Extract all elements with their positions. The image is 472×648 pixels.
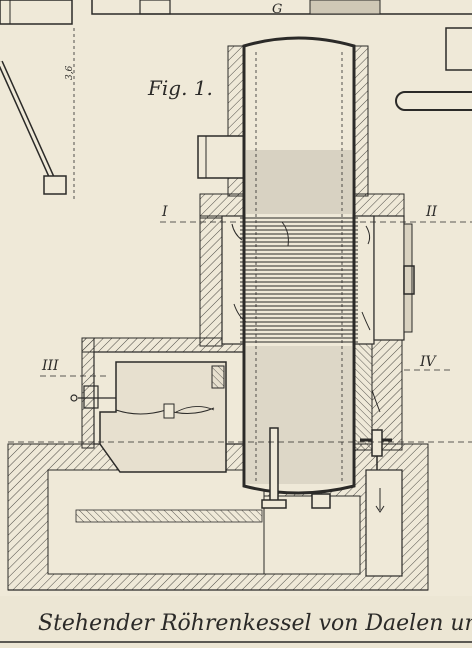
flow-arrows <box>231 221 385 513</box>
section-mark-2: II <box>425 204 438 220</box>
fire-door-handle <box>70 394 78 402</box>
central-pipe <box>261 427 331 509</box>
section-mark-3: III <box>41 358 59 374</box>
steam-nozzle <box>197 135 245 179</box>
figure-label: Fig. 1. <box>147 76 213 100</box>
section-lines: I II III IV <box>8 204 472 443</box>
left-lever: 3,6 <box>0 28 75 200</box>
firebox <box>70 351 245 473</box>
water-space <box>246 150 352 214</box>
top-partial-drawing: G <box>0 0 472 25</box>
right-partial-drawing <box>395 27 472 111</box>
section-mark-1: I <box>161 204 168 220</box>
section-mark-4: IV <box>419 354 438 370</box>
tube-bundle <box>240 217 358 343</box>
caption-band <box>0 596 472 648</box>
side-dimension: 3,6 <box>65 65 75 80</box>
top-partial-label: G <box>272 2 282 17</box>
plate-caption: Stehender Röhrenkessel von Daelen un <box>38 611 472 636</box>
feed-valve <box>360 429 392 470</box>
cleaning-door <box>403 223 413 333</box>
boiler-shell <box>242 36 356 495</box>
